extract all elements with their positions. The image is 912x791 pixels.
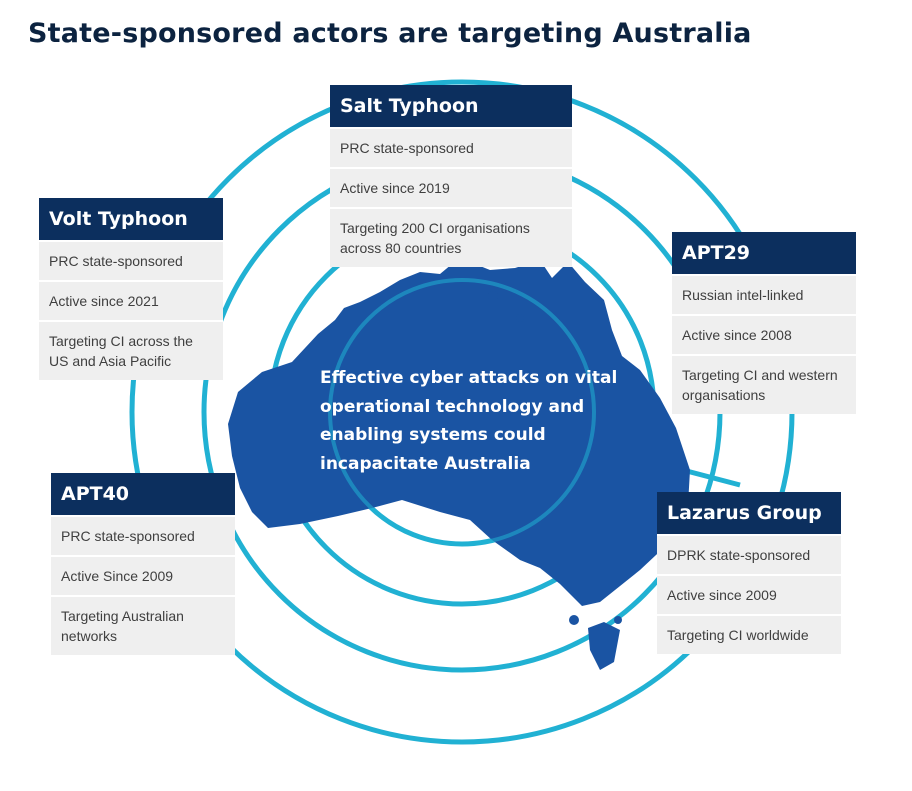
map-center-ring (328, 278, 596, 546)
actor-name: Lazarus Group (657, 492, 841, 534)
actor-card-apt40: APT40 PRC state-sponsored Active Since 2… (51, 473, 235, 655)
actor-name: Salt Typhoon (330, 85, 572, 127)
actor-active-since: Active since 2009 (657, 574, 841, 614)
actor-active-since: Active since 2008 (672, 314, 856, 354)
actor-card-volt-typhoon: Volt Typhoon PRC state-sponsored Active … (39, 198, 223, 380)
actor-targets: Targeting Australian networks (51, 595, 235, 655)
actor-affiliation: PRC state-sponsored (330, 127, 572, 167)
actor-name: APT40 (51, 473, 235, 515)
tasmania (588, 622, 620, 670)
actor-active-since: Active since 2019 (330, 167, 572, 207)
actor-card-apt29: APT29 Russian intel-linked Active since … (672, 232, 856, 414)
actor-targets: Targeting CI worldwide (657, 614, 841, 654)
actor-targets: Targeting 200 CI organisations across 80… (330, 207, 572, 267)
actor-affiliation: PRC state-sponsored (39, 240, 223, 280)
actor-affiliation: Russian intel-linked (672, 274, 856, 314)
page-title: State-sponsored actors are targeting Aus… (28, 18, 752, 49)
actor-name: APT29 (672, 232, 856, 274)
center-message: Effective cyber attacks on vital operati… (320, 368, 618, 474)
actor-active-since: Active Since 2009 (51, 555, 235, 595)
actor-card-lazarus-group: Lazarus Group DPRK state-sponsored Activ… (657, 492, 841, 654)
actor-affiliation: DPRK state-sponsored (657, 534, 841, 574)
actor-card-salt-typhoon: Salt Typhoon PRC state-sponsored Active … (330, 85, 572, 267)
actor-active-since: Active since 2021 (39, 280, 223, 320)
actor-targets: Targeting CI and western organisations (672, 354, 856, 414)
actor-name: Volt Typhoon (39, 198, 223, 240)
actor-affiliation: PRC state-sponsored (51, 515, 235, 555)
actor-targets: Targeting CI across the US and Asia Paci… (39, 320, 223, 380)
